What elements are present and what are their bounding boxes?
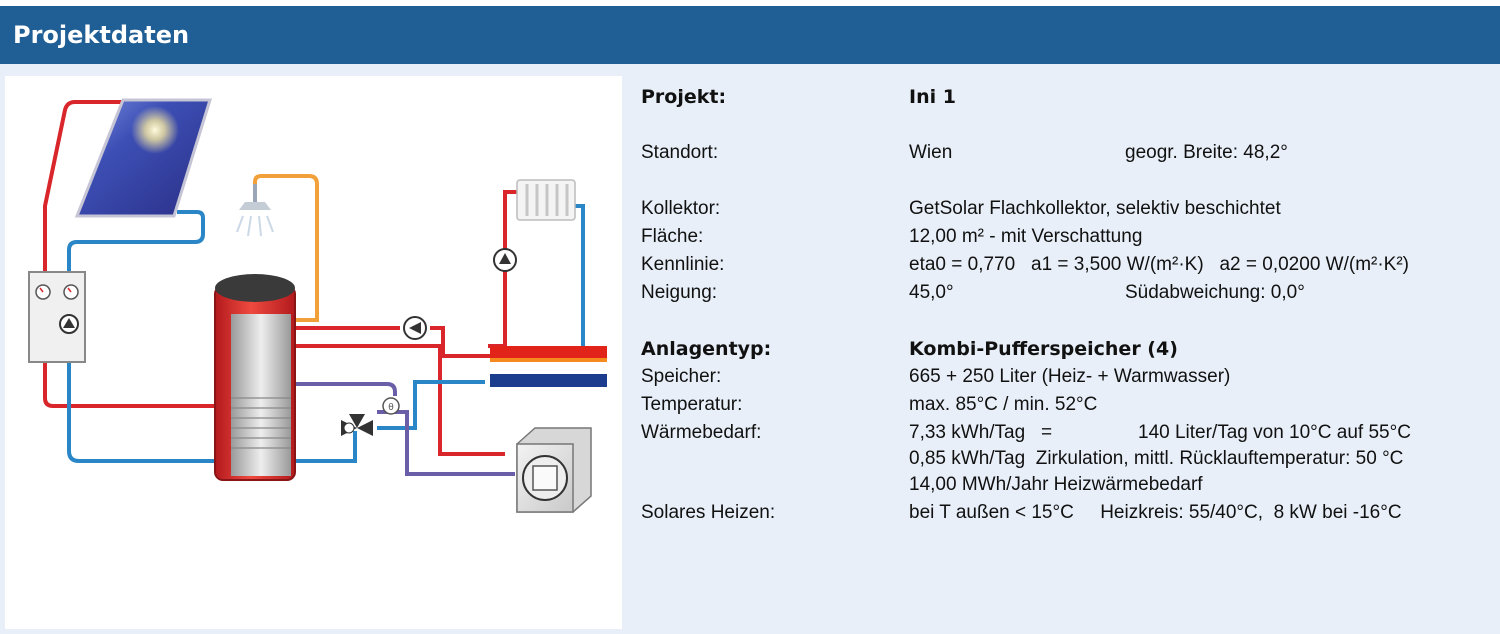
value-waermebedarf-2: 0,85 kWh/Tag Zirkulation, mittl. Rücklau… — [909, 448, 1404, 469]
label-kennlinie: Kennlinie: — [641, 254, 725, 275]
label-standort: Standort: — [641, 142, 719, 163]
value-waermebedarf-1b: 140 Liter/Tag von 10°C auf 55°C — [1138, 422, 1411, 443]
storage-tank-icon — [214, 274, 296, 481]
label-projekt: Projekt: — [641, 86, 727, 108]
value-breite: geogr. Breite: 48,2° — [1125, 142, 1288, 163]
row-projekt: Projekt: Ini 1 — [641, 84, 1491, 110]
heat-exchanger-icon — [490, 346, 607, 387]
value-solares-heizen: bei T außen < 15°C Heizkreis: 55/40°C, 8… — [909, 502, 1402, 523]
row-speicher: Speicher: 665 + 250 Liter (Heiz- + Warmw… — [641, 364, 1491, 390]
label-speicher: Speicher: — [641, 366, 722, 387]
label-kollektor: Kollektor: — [641, 198, 721, 219]
value-neigung: 45,0° — [909, 282, 954, 303]
row-temperatur: Temperatur: max. 85°C / min. 52°C — [641, 392, 1491, 418]
controller-icon — [28, 271, 86, 363]
value-speicher: 665 + 250 Liter (Heiz- + Warmwasser) — [909, 366, 1231, 387]
label-solares-heizen: Solares Heizen: — [641, 502, 776, 523]
row-waermebedarf-3: 14,00 MWh/Jahr Heizwärmebedarf — [641, 472, 1491, 498]
page-header: Projektdaten — [0, 6, 1500, 64]
svg-text:θ: θ — [388, 403, 394, 413]
row-kollektor: Kollektor: GetSolar Flachkollektor, sele… — [641, 196, 1491, 222]
boiler-icon — [516, 427, 592, 513]
row-anlagentyp: Anlagentyp: Kombi-Pufferspeicher (4) — [641, 336, 1491, 362]
value-projekt: Ini 1 — [909, 86, 956, 108]
label-anlagentyp: Anlagentyp: — [641, 338, 772, 360]
shower-icon — [236, 184, 274, 237]
label-neigung: Neigung: — [641, 282, 718, 303]
value-kollektor: GetSolar Flachkollektor, selektiv beschi… — [909, 198, 1281, 219]
main-content: θ Projekt: Ini 1 — [0, 64, 1500, 629]
mixing-valve-icon: θ — [341, 397, 400, 436]
solar-collector-icon — [74, 98, 213, 218]
top-border — [0, 0, 1500, 6]
system-diagram-panel: θ — [5, 76, 622, 629]
cold-pipes — [67, 204, 605, 463]
value-waermebedarf-1: 7,33 kWh/Tag = — [909, 422, 1053, 443]
row-solares-heizen: Solares Heizen: bei T außen < 15°C Heizk… — [641, 500, 1491, 526]
value-kennlinie: eta0 = 0,770 a1 = 3,500 W/(m²·K) a2 = 0,… — [909, 254, 1410, 275]
radiator-icon — [516, 179, 576, 221]
row-neigung: Neigung: 45,0° Südabweichung: 0,0° — [641, 280, 1491, 306]
value-standort: Wien — [909, 142, 953, 163]
warm-water-pipe — [253, 174, 319, 322]
system-diagram: θ — [28, 98, 607, 513]
row-waermebedarf-2: 0,85 kWh/Tag Zirkulation, mittl. Rücklau… — [641, 446, 1491, 472]
page-title: Projektdaten — [13, 21, 190, 49]
row-waermebedarf: Wärmebedarf: 7,33 kWh/Tag = 140 Liter/Ta… — [641, 420, 1491, 446]
label-waermebedarf: Wärmebedarf: — [641, 422, 762, 443]
value-temperatur: max. 85°C / min. 52°C — [909, 394, 1098, 415]
label-temperatur: Temperatur: — [641, 394, 743, 415]
label-flaeche: Fläche: — [641, 226, 704, 247]
row-standort: Standort: Wien geogr. Breite: 48,2° — [641, 140, 1491, 166]
radiator-pump-icon — [493, 248, 517, 272]
row-kennlinie: Kennlinie: eta0 = 0,770 a1 = 3,500 W/(m²… — [641, 252, 1491, 278]
value-suedabweichung: Südabweichung: 0,0° — [1125, 282, 1305, 303]
project-info: Projekt: Ini 1 Standort: Wien geogr. Bre… — [641, 84, 1491, 624]
row-flaeche: Fläche: 12,00 m² - mit Verschattung — [641, 224, 1491, 250]
value-waermebedarf-3: 14,00 MWh/Jahr Heizwärmebedarf — [909, 474, 1203, 495]
pump-icon — [403, 316, 427, 340]
value-anlagentyp: Kombi-Pufferspeicher (4) — [909, 338, 1178, 360]
value-flaeche: 12,00 m² - mit Verschattung — [909, 226, 1143, 247]
